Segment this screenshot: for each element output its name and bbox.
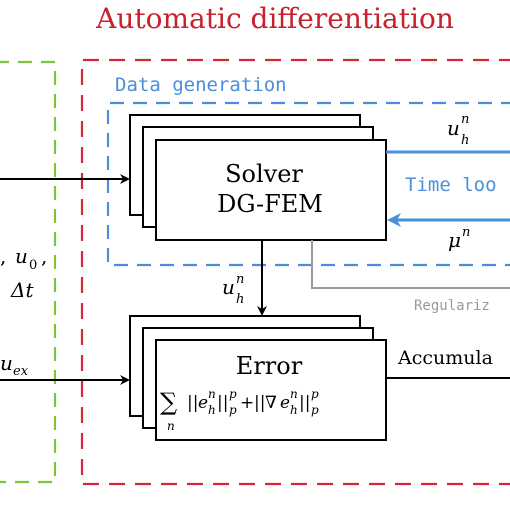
u-symbol-top: u	[447, 116, 460, 140]
error-title: Error	[236, 352, 303, 380]
delta-t-symbol: Δt	[10, 278, 34, 302]
u-sup-n-mid: n	[236, 272, 244, 287]
p-sub-1: p	[229, 403, 237, 417]
e-sup-n-1: n	[208, 387, 216, 401]
math-mu-n: μ n	[448, 225, 470, 252]
data-generation-label: Data generation	[115, 74, 287, 96]
regularization-line	[311, 240, 510, 289]
sum-index: n	[167, 419, 175, 433]
math-u-h-n-mid: u n h	[222, 272, 244, 307]
solver-box-stack	[129, 114, 387, 241]
regularization-label: Regulariz	[414, 298, 490, 314]
error-box-stack	[129, 315, 387, 441]
math-left-inputs: , u 0 , Δt u ex	[0, 244, 47, 379]
ad-dashed-region	[80, 58, 510, 486]
error-formula: ∑ n || e n h || p p + || ∇ e n h || p p	[160, 387, 319, 433]
comma-1: ,	[0, 244, 6, 268]
e-symbol-1: e	[198, 393, 208, 413]
sum-symbol: ∑	[160, 388, 177, 416]
norm-close-2: ||	[299, 393, 310, 413]
p-sub-2: p	[311, 403, 319, 417]
u-sub-h-mid: h	[236, 292, 244, 307]
nabla-symbol: ∇	[265, 393, 277, 413]
time-loop-label: Time loo	[405, 174, 497, 196]
solver-subtitle: DG-FEM	[217, 190, 323, 218]
left-dashed-region	[0, 60, 57, 484]
p-sup-2: p	[311, 387, 319, 401]
plus-sign: +	[240, 393, 254, 413]
math-u-h-n-top: u n h	[447, 112, 469, 148]
u-symbol-mid: u	[222, 275, 235, 299]
u0-subscript: 0	[29, 258, 37, 273]
solver-title: Solver	[225, 160, 303, 188]
mu-sup-n: n	[462, 225, 470, 240]
mu-symbol: μ	[448, 228, 461, 252]
u0-symbol: u	[15, 244, 28, 268]
e-sub-h-2: h	[290, 403, 298, 417]
u-sub-h-top: h	[461, 133, 469, 148]
e-sup-n-2: n	[290, 387, 298, 401]
norm-open-2: ||	[254, 393, 265, 413]
u-sup-n-top: n	[461, 112, 469, 127]
u-ex-symbol: u	[0, 351, 13, 375]
comma-2: ,	[41, 244, 47, 268]
u-ex-subscript: ex	[13, 364, 29, 379]
accumulate-label: Accumula	[397, 347, 493, 369]
diagram-title: Automatic differentiation	[95, 2, 454, 35]
norm-close-1: ||	[217, 393, 228, 413]
e-symbol-2: e	[280, 393, 290, 413]
p-sup-1: p	[229, 387, 237, 401]
norm-open-1: ||	[187, 393, 198, 413]
e-sub-h-1: h	[208, 403, 216, 417]
